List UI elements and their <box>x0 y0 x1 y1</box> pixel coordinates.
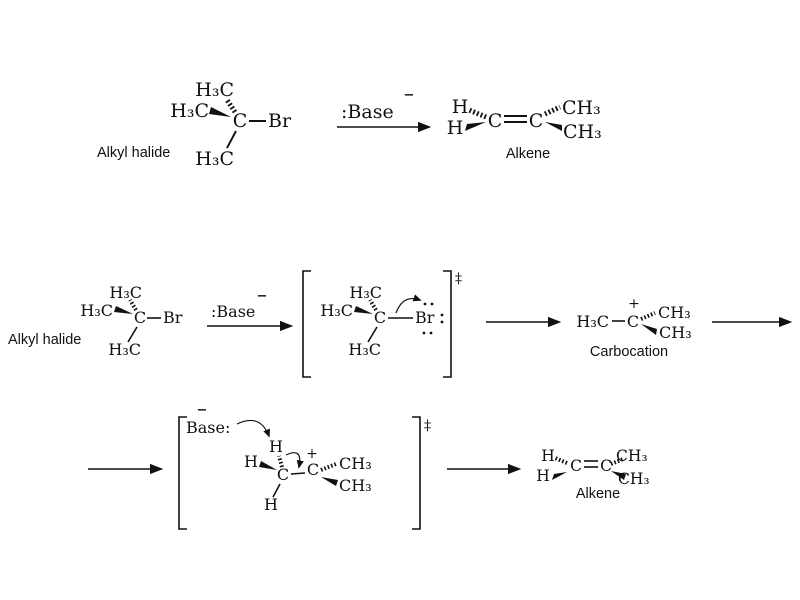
mechanism-step2-row: ‡ Base: − H H C H C + CH₃ CH₃ H H <box>88 403 650 530</box>
curved-electron-arrow <box>395 294 422 314</box>
methyl-group: CH₃ <box>562 97 601 119</box>
alkene-structure: H H C C CH₃ CH₃ Alkene <box>447 96 602 162</box>
solid-wedge-bond <box>545 122 562 131</box>
curved-electron-arrow <box>285 452 304 469</box>
hash-wedge-bond <box>468 107 487 120</box>
hash-wedge-bond <box>554 456 568 465</box>
plus-charge: + <box>306 446 318 462</box>
solid-wedge-bond <box>354 306 373 314</box>
methyl-group: H₃C <box>170 100 209 122</box>
alkene-label: Alkene <box>576 486 620 502</box>
carbon-atom: C <box>627 312 639 331</box>
carbon-atom: C <box>374 308 386 327</box>
transition-state-1: ‡ H₃C H₃C C Br H₃C <box>302 270 462 378</box>
methyl-group: CH₃ <box>339 454 372 473</box>
hash-wedge-bond <box>224 98 238 114</box>
methyl-group: CH₃ <box>339 476 372 495</box>
carbon-atom: C <box>600 457 612 475</box>
single-bond <box>127 326 138 343</box>
alkyl-halide-structure: H₃C H₃C C Br H₃C <box>80 283 182 359</box>
methyl-group: H₃C <box>349 283 382 302</box>
hydrogen-atom: H <box>269 437 283 456</box>
carbocation-structure: H₃C C + CH₃ CH₃ Carbocation <box>576 296 691 360</box>
double-dagger: ‡ <box>424 418 431 434</box>
single-bond <box>290 472 306 475</box>
hydrogen-atom: H <box>541 447 555 465</box>
carbon-atom: C <box>307 460 319 479</box>
methyl-group: H₃C <box>80 301 113 320</box>
solid-wedge-bond <box>641 324 657 335</box>
bracket-right <box>412 416 421 530</box>
bracket-right <box>443 270 452 378</box>
methyl-group: H₃C <box>320 301 353 320</box>
overall-reaction-row: H₃C H₃C C Br H₃C Alkyl halide :Base − H … <box>97 79 602 170</box>
carbon-atom: C <box>529 110 544 132</box>
solid-wedge-bond <box>465 122 486 131</box>
double-dagger: ‡ <box>455 271 462 287</box>
reagent-arrow-group: :Base − <box>207 289 294 332</box>
methyl-group: CH₃ <box>659 323 692 342</box>
curved-electron-arrow <box>236 419 270 438</box>
methyl-group: H₃C <box>195 148 234 170</box>
hash-wedge-bond <box>543 104 562 117</box>
base-reagent-label: :Base <box>211 302 255 321</box>
bracket-left <box>178 416 187 530</box>
reagent-arrow-group: :Base − <box>337 88 432 133</box>
single-bond <box>367 326 378 343</box>
single-bond <box>272 483 281 498</box>
methyl-group: CH₃ <box>616 447 648 465</box>
alkyl-halide-label: Alkyl halide <box>8 332 81 348</box>
methyl-group: H₃C <box>348 340 381 359</box>
solid-wedge-bond <box>114 306 133 314</box>
plus-charge: + <box>628 296 640 312</box>
methyl-group: H₃C <box>109 283 142 302</box>
mechanism-step1-row: Alkyl halide H₃C H₃C C Br H₃C :Base − ‡ … <box>8 270 793 378</box>
solid-wedge-bond <box>209 107 231 117</box>
hash-wedge-bond <box>320 462 337 472</box>
minus-charge: − <box>404 88 415 103</box>
solid-wedge-bond <box>259 461 277 470</box>
methyl-group: H₃C <box>108 340 141 359</box>
carbon-atom: C <box>570 457 582 475</box>
lone-pair-dots <box>422 302 444 335</box>
minus-charge: − <box>257 289 268 304</box>
bromine-atom: Br <box>163 308 183 327</box>
methyl-group: CH₃ <box>563 121 602 143</box>
methyl-group: CH₃ <box>618 470 650 488</box>
hash-wedge-bond <box>610 457 624 466</box>
alkyl-halide-structure: H₃C H₃C C Br H₃C Alkyl halide <box>97 79 292 170</box>
bromine-atom: Br <box>268 110 292 132</box>
carbon-atom: C <box>134 308 146 327</box>
solid-wedge-bond <box>611 471 626 480</box>
methyl-group: H₃C <box>195 79 234 101</box>
hydrogen-atom: H <box>244 452 258 471</box>
solid-wedge-bond <box>321 477 338 486</box>
bracket-left <box>302 270 311 378</box>
carbon-atom: C <box>488 110 503 132</box>
hydrogen-atom: H <box>447 117 464 139</box>
base-label: Base: <box>186 418 230 437</box>
transition-state-2: ‡ Base: − H H C H C + CH₃ CH₃ <box>178 403 431 530</box>
carbon-atom: C <box>233 110 248 132</box>
alkyl-halide-label: Alkyl halide <box>97 145 170 161</box>
single-bond <box>226 130 237 149</box>
hydrogen-atom: H <box>536 467 550 485</box>
solid-wedge-bond <box>552 472 567 480</box>
carbocation-label: Carbocation <box>590 344 668 360</box>
hash-wedge-bond <box>640 311 656 321</box>
hydrogen-atom: H <box>264 495 278 514</box>
bromine-atom: Br <box>415 308 435 327</box>
alkene-label: Alkene <box>506 146 550 162</box>
alkene-structure: H H C C CH₃ CH₃ Alkene <box>536 447 649 502</box>
methyl-group: CH₃ <box>658 303 691 322</box>
base-reagent-label: :Base <box>341 101 394 123</box>
carbon-atom: C <box>277 465 289 484</box>
methyl-group: H₃C <box>576 312 609 331</box>
hydrogen-atom: H <box>452 96 469 118</box>
minus-charge: − <box>197 403 208 418</box>
